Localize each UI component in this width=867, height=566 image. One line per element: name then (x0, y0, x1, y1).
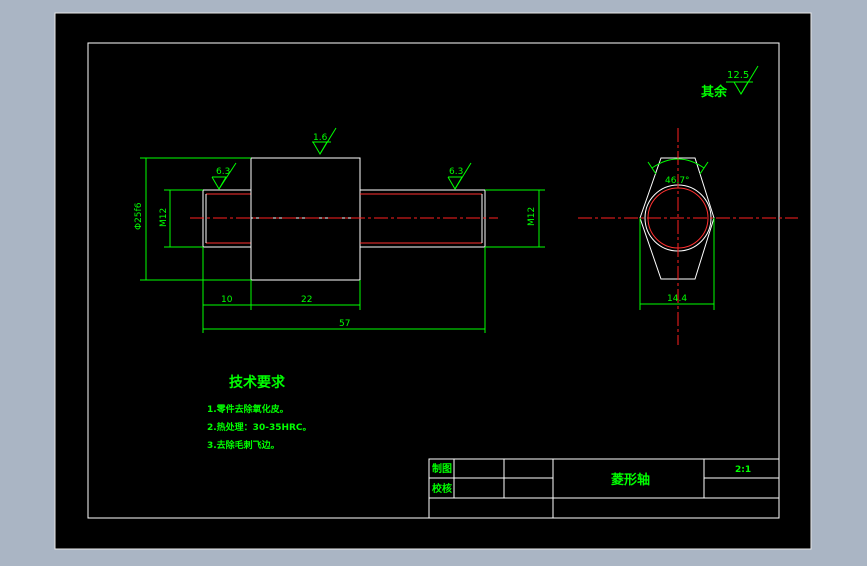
body-roughness: 1.6 (313, 133, 328, 143)
part-name: 菱形轴 (611, 472, 650, 488)
scale: 2:1 (735, 465, 751, 475)
tech-item-1: 1.零件去除氧化皮。 (207, 403, 289, 415)
right-thread-dim: M12 (527, 207, 537, 226)
angle-dim: 46.7° (665, 176, 690, 186)
front-view: Φ25f6 M12 M12 10 22 57 1.6 6.3 6.3 (134, 127, 545, 333)
general-roughness: 12.5 其余 (701, 65, 759, 100)
tech-requirements: 技术要求 1.零件去除氧化皮。 2.热处理：30-35HRC。 3.去除毛刺飞边… (207, 374, 312, 451)
sheet (54, 12, 812, 550)
drawn-label: 制图 (432, 462, 452, 475)
side-view: 46.7° 14.4 (578, 128, 798, 345)
diameter-dim: Φ25f6 (134, 202, 144, 230)
flat-width-dim: 14.4 (667, 294, 687, 304)
total-length-dim: 57 (339, 319, 350, 329)
general-roughness-value: 12.5 (727, 70, 749, 81)
right-thread-roughness: 6.3 (449, 167, 463, 177)
tech-title: 技术要求 (229, 374, 286, 391)
checked-label: 校核 (432, 482, 452, 495)
title-block: 制图 校核 菱形轴 2:1 (428, 458, 780, 519)
tech-item-2: 2.热处理：30-35HRC。 (207, 421, 312, 433)
left-thread-dim: M12 (159, 208, 169, 227)
left-length-dim: 10 (221, 295, 233, 305)
tech-item-3: 3.去除毛刺飞边。 (207, 439, 280, 451)
body-length-dim: 22 (301, 295, 312, 305)
general-roughness-prefix: 其余 (701, 84, 728, 100)
left-thread-roughness: 6.3 (216, 167, 230, 177)
